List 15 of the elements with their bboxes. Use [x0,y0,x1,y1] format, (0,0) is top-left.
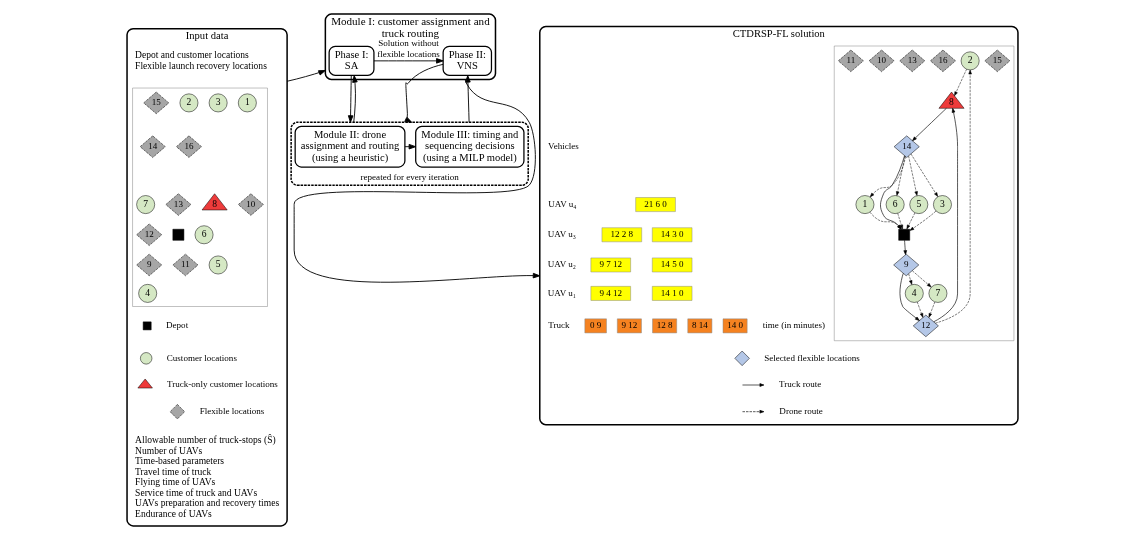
label: Vehicles [547,140,579,151]
label: UAV u₂ [547,259,576,270]
label: UAV u₁ [547,287,576,298]
label: time (in minutes) [762,320,825,331]
legend-label: Flexible locations [199,405,264,416]
label: UAV u₃ [547,228,576,239]
legend-label: Truck route [778,379,821,390]
legend-label: Selected flexible locations [763,352,860,363]
legend-label: Truck-only customer locations [166,379,278,390]
legend-label: Drone route [778,405,823,416]
legend-label: Customer locations [166,352,237,363]
label: Truck [547,320,570,331]
label: UAV u₄ [547,198,577,209]
edge-label: Solution without flexible locations [376,38,440,59]
legend-label: Depot [165,320,188,331]
